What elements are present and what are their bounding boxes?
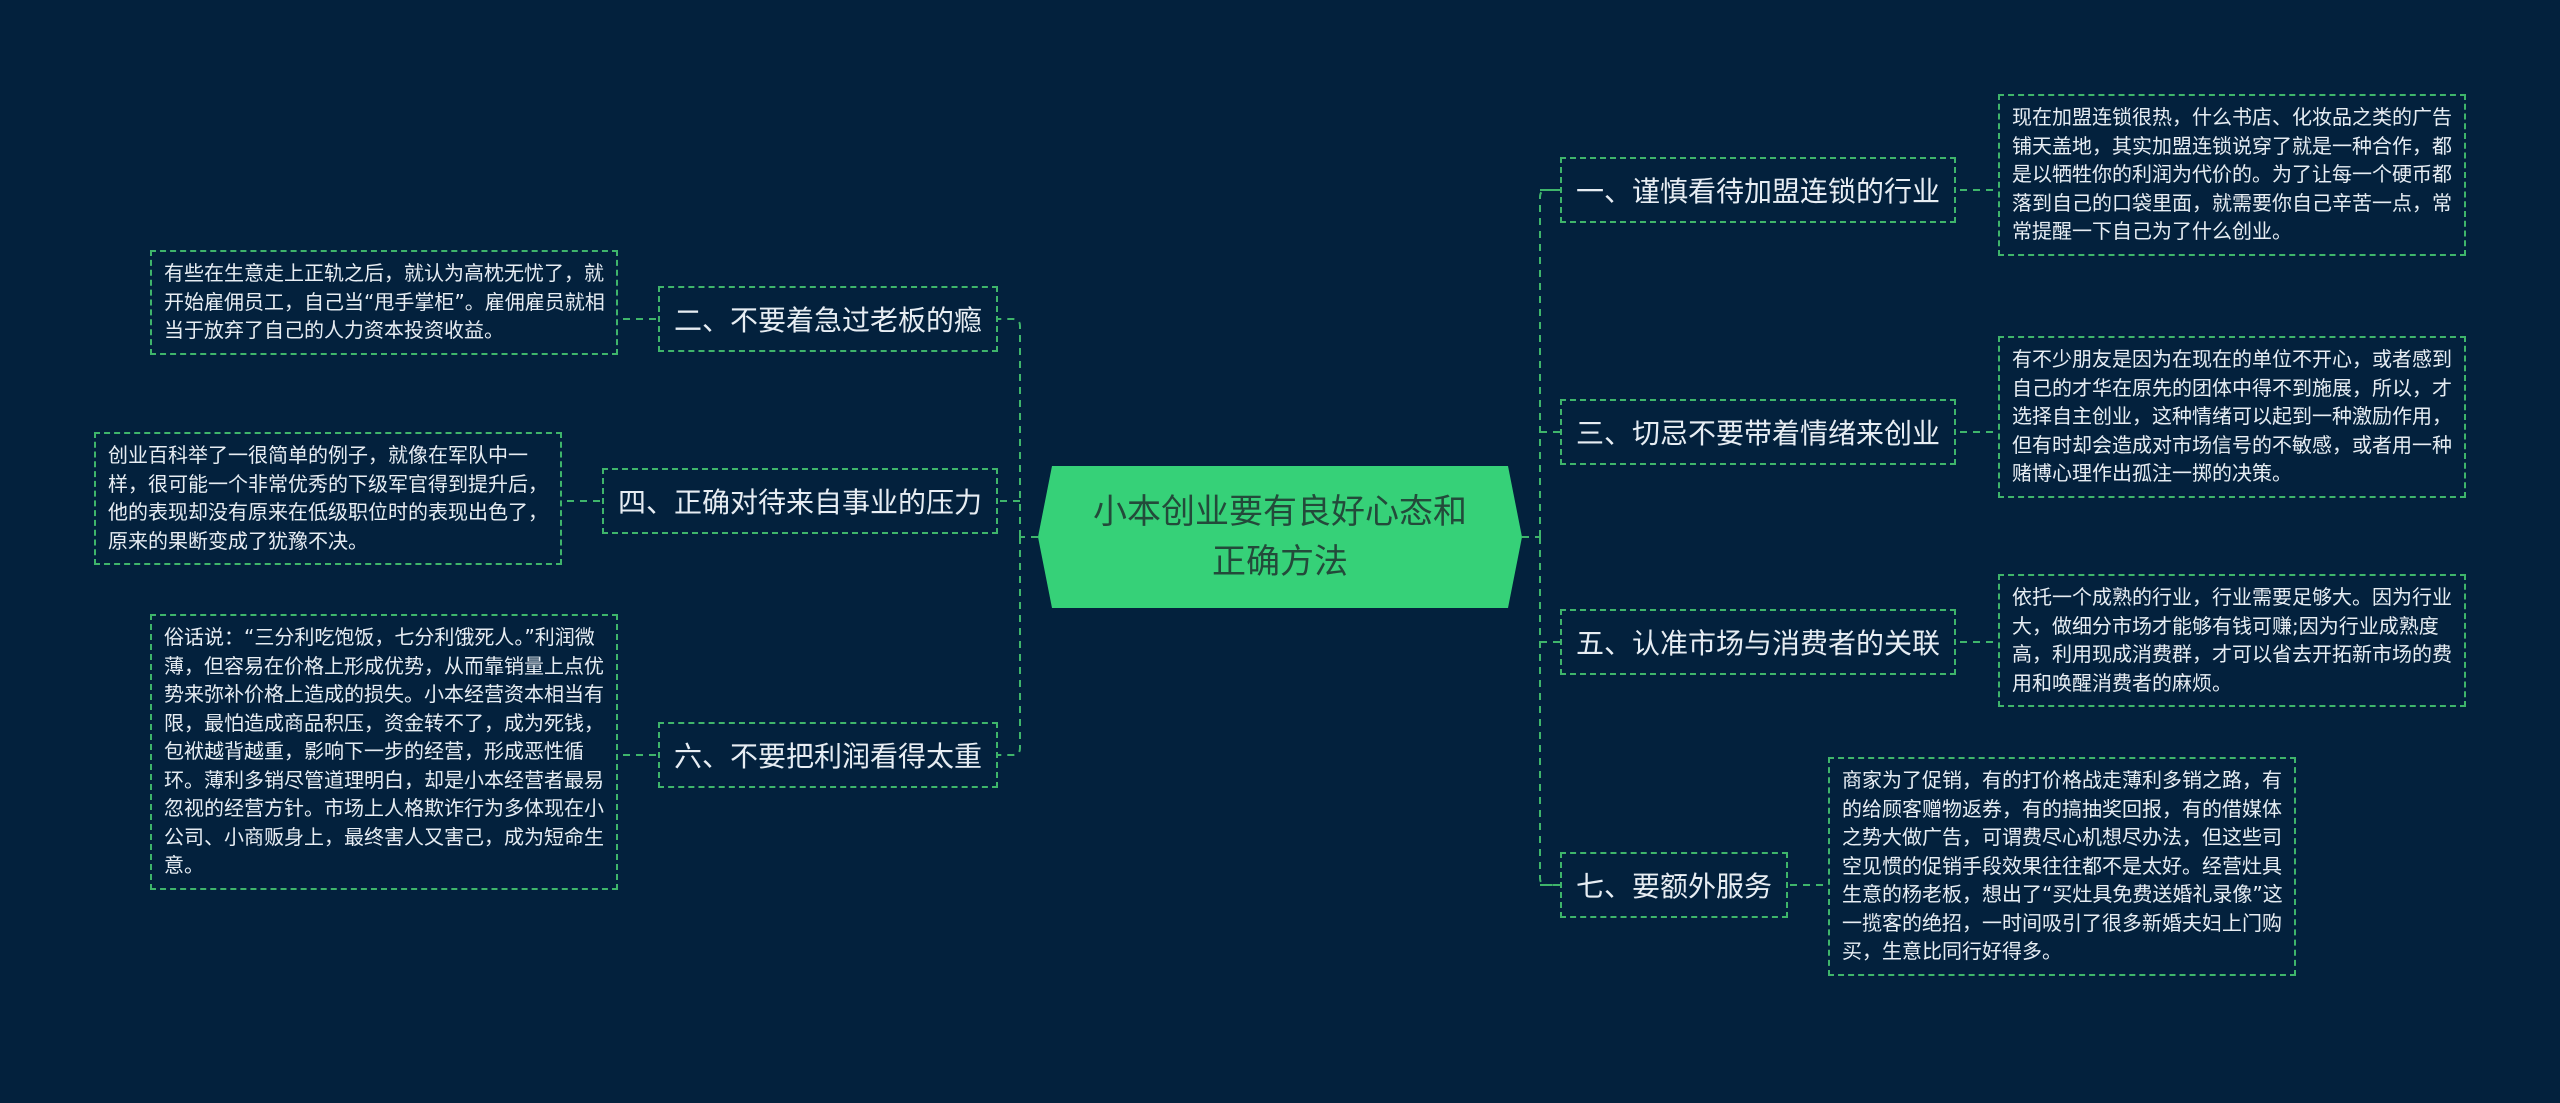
topic-b7[interactable]: 七、要额外服务: [1560, 852, 1789, 918]
connector-right-trunk: [1539, 189, 1560, 886]
note-b7: 商家为了促销，有的打价格战走薄利多销之路，有的给顾客赠物返券，有的搞抽奖回报，有…: [1828, 757, 2296, 976]
center-topic[interactable]: 小本创业要有良好心态和正确方法: [1093, 492, 1467, 582]
note-b6: 俗话说：“三分利吃饱饭，七分利饿死人。”利润微薄，但容易在价格上形成优势，从而靠…: [150, 614, 618, 890]
topic-b2[interactable]: 二、不要着急过老板的瘾: [658, 286, 999, 352]
note-b3: 有不少朋友是因为在现在的单位不开心，或者感到自己的才华在原先的团体中得不到施展，…: [1998, 336, 2466, 498]
topic-b1[interactable]: 一、谨慎看待加盟连锁的行业: [1560, 157, 1957, 223]
topic-b3[interactable]: 三、切忌不要带着情绪来创业: [1560, 399, 1957, 465]
topic-b4[interactable]: 四、正确对待来自事业的压力: [602, 468, 999, 534]
connector-left-trunk: [998, 318, 1021, 756]
topic-b6[interactable]: 六、不要把利润看得太重: [658, 722, 999, 788]
center-node-shape: [1038, 466, 1522, 608]
topic-b5[interactable]: 五、认准市场与消费者的关联: [1560, 609, 1957, 675]
note-b1: 现在加盟连锁很热，什么书店、化妆品之类的广告铺天盖地，其实加盟连锁说穿了就是一种…: [1998, 94, 2466, 256]
note-b4: 创业百科举了一很简单的例子，就像在军队中一样，很可能一个非常优秀的下级军官得到提…: [94, 432, 562, 565]
note-b2: 有些在生意走上正轨之后，就认为高枕无忧了，就开始雇佣员工，自己当“甩手掌柜”。雇…: [150, 250, 618, 355]
note-b5: 依托一个成熟的行业，行业需要足够大。因为行业大，做细分市场才能够有钱可赚;因为行…: [1998, 574, 2466, 707]
